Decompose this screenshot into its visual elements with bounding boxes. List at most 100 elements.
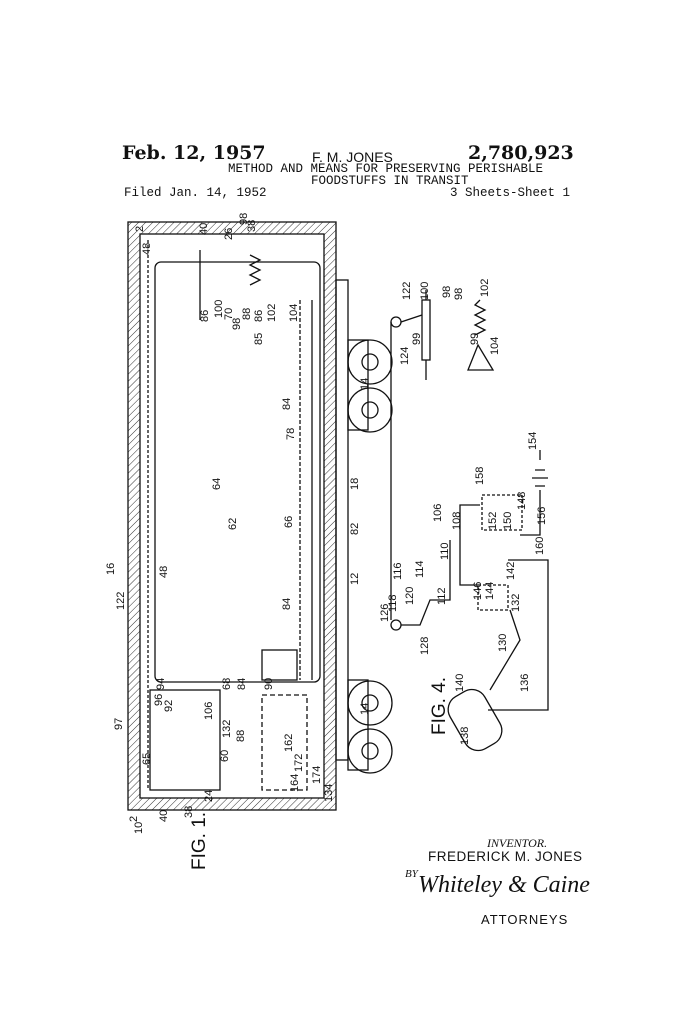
reference-numeral: 98 [453, 288, 465, 300]
reference-numeral: 126 [379, 604, 391, 622]
reference-numeral: 2 [128, 816, 140, 822]
pulley-124 [390, 316, 402, 328]
reference-numeral: 98 [238, 213, 250, 225]
linkage [401, 540, 451, 626]
sheet-count: 3 Sheets-Sheet 1 [450, 186, 571, 200]
switch-146 [477, 584, 509, 611]
reference-numeral: 60 [219, 750, 231, 762]
reference-numeral: 98 [231, 318, 243, 330]
plenum [261, 649, 298, 681]
reference-numeral: 2 [134, 226, 146, 232]
reference-numeral: 148 [516, 492, 528, 510]
pulley-126 [390, 619, 402, 631]
reference-numeral: 122 [115, 592, 127, 610]
reference-numeral: 70 [223, 308, 235, 320]
reference-numeral: 106 [203, 702, 215, 720]
patent-number: 2,780,923 [468, 142, 574, 164]
fig1-label: FIG. 1. [189, 812, 210, 870]
spring [248, 254, 262, 286]
reference-numeral: 97 [113, 718, 125, 730]
reference-numeral: 162 [283, 734, 295, 752]
reference-numeral: 84 [281, 598, 293, 610]
reference-numeral: 122 [401, 282, 413, 300]
lever-130 [489, 609, 521, 691]
spring-102 [473, 299, 487, 336]
damper-bar [421, 299, 431, 361]
car-interior [139, 233, 325, 799]
reference-numeral: 66 [283, 516, 295, 528]
reference-numeral: 10 [133, 822, 145, 834]
reference-numeral: 99 [469, 333, 481, 345]
attorney-signature: Whiteley & Caine [418, 872, 590, 898]
reference-numeral: 106 [432, 504, 444, 522]
fig4-control-schematic [390, 290, 549, 752]
reference-numeral: 64 [211, 478, 223, 490]
reference-numeral: 136 [519, 674, 531, 692]
reference-numeral: 65 [141, 753, 153, 765]
reference-numeral: 160 [534, 537, 546, 555]
reference-numeral: 85 [253, 333, 265, 345]
reference-numeral: 62 [227, 518, 239, 530]
reference-numeral: 99 [411, 333, 423, 345]
reference-numeral: 92 [163, 700, 175, 712]
reference-numeral: 38 [183, 806, 195, 818]
reference-numeral: 114 [414, 560, 426, 578]
reference-numeral: 96 [153, 694, 165, 706]
reference-numeral: 78 [285, 428, 297, 440]
reference-numeral: 104 [288, 304, 300, 322]
reference-numeral: 98 [441, 286, 453, 298]
reference-numeral: 38 [246, 220, 258, 232]
reference-numeral: 128 [419, 637, 431, 655]
reference-numeral: 100 [213, 300, 225, 318]
reference-numeral: 48 [158, 566, 170, 578]
reference-numeral: 142 [505, 562, 517, 580]
reference-numeral: 86 [199, 310, 211, 322]
reference-numeral: 118 [387, 594, 399, 612]
battery-154 [532, 450, 548, 487]
reference-numeral: 132 [510, 594, 522, 612]
filed-date: Filed Jan. 14, 1952 [124, 186, 267, 200]
cargo-compartment [154, 261, 321, 683]
reference-numeral: 88 [235, 730, 247, 742]
reference-numeral: 14 [359, 378, 371, 390]
attorneys-label: ATTORNEYS [481, 912, 569, 927]
inventor-label: INVENTOR. [487, 836, 548, 850]
reference-numeral: 14 [359, 703, 371, 715]
reference-numeral: 138 [459, 727, 471, 745]
fig1-railcar [127, 221, 393, 811]
reference-numeral: 152 [487, 512, 499, 530]
reference-numeral: 112 [436, 587, 448, 605]
patent-date: Feb. 12, 1957 [122, 142, 266, 164]
reference-numeral: 100 [419, 282, 431, 300]
inventor-name: FREDERICK M. JONES [428, 849, 583, 864]
reference-numeral: 154 [527, 432, 539, 450]
anchor-104 [467, 343, 495, 371]
reference-numeral: 90 [263, 678, 275, 690]
title-line-1: METHOD AND MEANS FOR PRESERVING PERISHAB… [228, 162, 544, 176]
reference-numeral: 68 [221, 678, 233, 690]
reference-numeral: 40 [158, 810, 170, 822]
reference-numeral: 102 [479, 279, 491, 297]
reference-numeral: 124 [399, 347, 411, 365]
reference-numeral: 24 [203, 790, 215, 802]
reference-numeral: 116 [392, 562, 404, 580]
refrigeration-unit [149, 689, 221, 791]
fig4-label: FIG. 4. [429, 677, 450, 735]
reference-numeral: 134 [323, 784, 335, 802]
reference-numeral: 130 [497, 634, 509, 652]
reference-numeral: 104 [489, 337, 501, 355]
reference-numeral: 172 [293, 754, 305, 772]
wheel-truck-rear [347, 679, 393, 774]
reference-numeral: 140 [454, 674, 466, 692]
reference-numeral: 120 [404, 587, 416, 605]
reference-numeral: 26 [223, 228, 235, 240]
reference-numeral: 174 [311, 766, 323, 784]
reference-numeral: 110 [439, 542, 451, 560]
motor-138 [447, 688, 503, 752]
reference-numeral: 164 [289, 774, 301, 792]
switch-148 [481, 494, 523, 531]
reference-numeral: 86 [253, 310, 265, 322]
